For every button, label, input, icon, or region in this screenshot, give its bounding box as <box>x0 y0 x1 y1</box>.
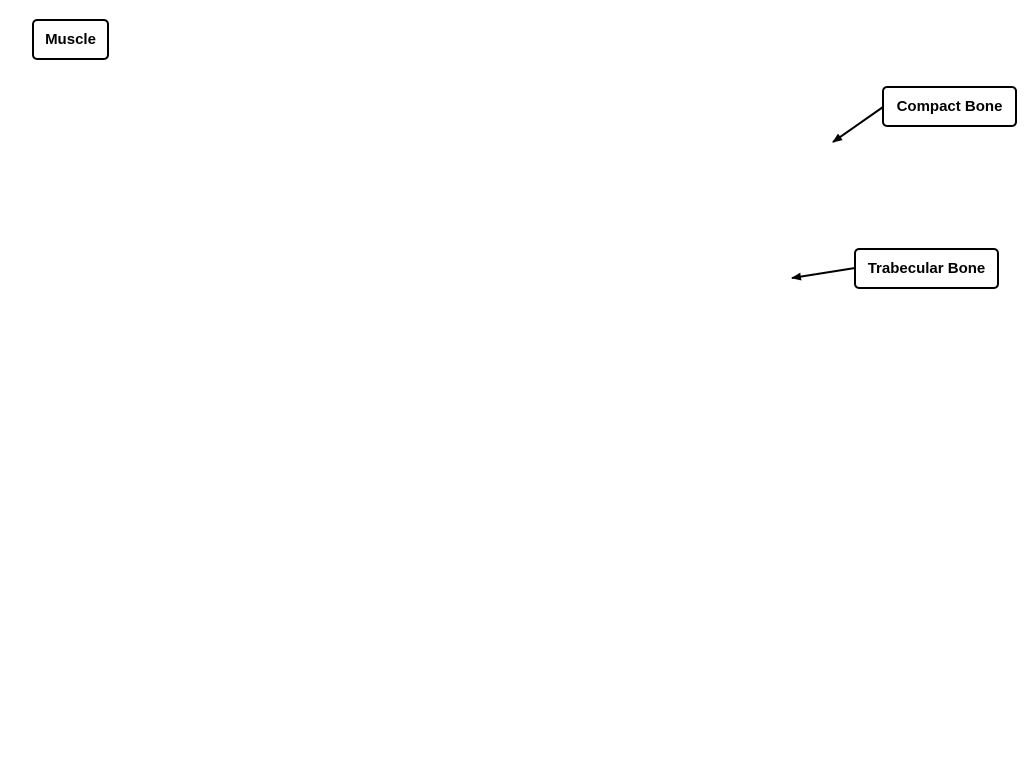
compact-bone-arrow <box>832 106 884 143</box>
muscle-label: Muscle <box>32 19 109 60</box>
trabecular-bone-label: Trabecular Bone <box>854 248 999 289</box>
trabecular-bone-arrow <box>791 267 856 281</box>
compact-bone-label: Compact Bone <box>882 86 1017 127</box>
